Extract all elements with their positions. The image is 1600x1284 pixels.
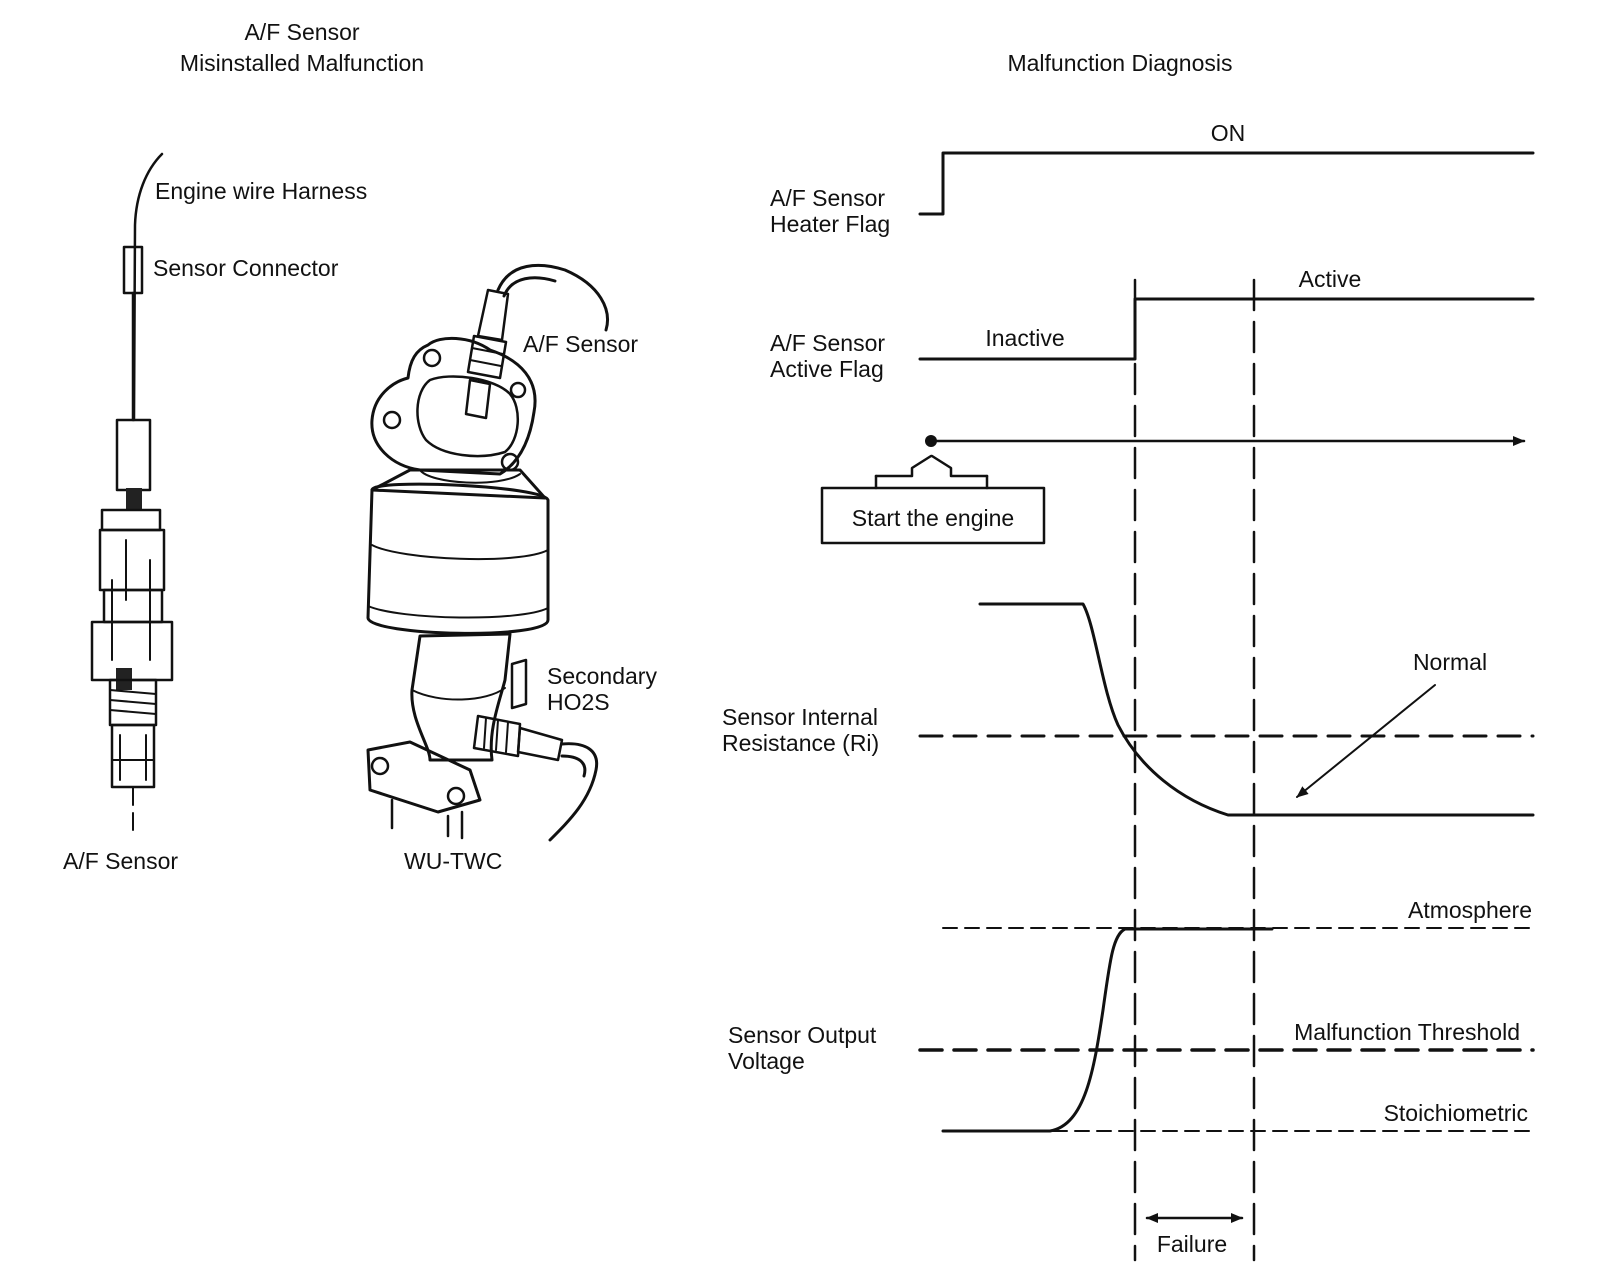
af-sensor-mounted-label: A/F Sensor: [523, 331, 638, 357]
voltage-label-line2: Voltage: [728, 1048, 805, 1074]
secondary-ho2s-label-line2: HO2S: [547, 689, 610, 715]
resistance-curve: [978, 602, 1535, 817]
sensor-connector: [122, 245, 144, 295]
wu-twc-label: WU-TWC: [404, 848, 502, 874]
sensor-connector-label: Sensor Connector: [153, 255, 339, 281]
voltage-curve: [941, 927, 1274, 1133]
left-title-line1: A/F Sensor: [244, 19, 359, 45]
failure-label: Failure: [1157, 1231, 1227, 1257]
resistance-label-line2: Resistance (Ri): [722, 730, 879, 756]
voltage-label-line1: Sensor Output: [728, 1022, 877, 1048]
malfunction-threshold-label: Malfunction Threshold: [1294, 1019, 1520, 1045]
stoichiometric-label: Stoichiometric: [1384, 1100, 1528, 1126]
sensor-crimp: [126, 488, 142, 510]
active-flag-label-line2: Active Flag: [770, 356, 884, 382]
heater-flag-label-line2: Heater Flag: [770, 211, 890, 237]
active-flag-label-line1: A/F Sensor: [770, 330, 885, 356]
af-sensor-standalone-illustration: [90, 152, 174, 831]
af-sensor-standalone-label: A/F Sensor: [63, 848, 178, 874]
secondary-ho2s-label-line1: Secondary: [547, 663, 657, 689]
heater-flag-on-label: ON: [1211, 120, 1246, 146]
inactive-label: Inactive: [985, 325, 1064, 351]
right-panel: Malfunction Diagnosis A/F Sensor Heater …: [722, 50, 1535, 1262]
normal-pointer-arrow: [1296, 684, 1436, 798]
start-engine-callout-pointer: [874, 454, 989, 478]
resistance-label-line1: Sensor Internal: [722, 704, 878, 730]
active-label: Active: [1299, 266, 1362, 292]
normal-label: Normal: [1413, 649, 1487, 675]
left-title-line2: Misinstalled Malfunction: [180, 50, 424, 76]
left-panel: A/F Sensor Misinstalled Malfunction Engi…: [63, 19, 657, 874]
heater-flag-label-line1: A/F Sensor: [770, 185, 885, 211]
start-engine-box: [820, 486, 1046, 545]
wu-twc-illustration: [366, 264, 609, 842]
right-title: Malfunction Diagnosis: [1007, 50, 1232, 76]
atmosphere-label: Atmosphere: [1408, 897, 1532, 923]
start-engine-label: Start the engine: [852, 505, 1014, 531]
engine-wire-harness-label: Engine wire Harness: [155, 178, 367, 204]
heater-flag-trace: [918, 151, 1535, 216]
engine-wire-harness: [132, 152, 164, 422]
